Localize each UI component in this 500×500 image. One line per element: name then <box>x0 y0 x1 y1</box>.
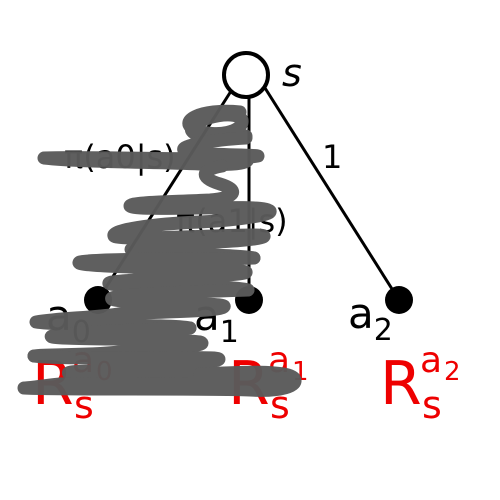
leaf-node-a0 <box>84 286 112 314</box>
svg-text:2: 2 <box>444 357 461 387</box>
svg-text:a: a <box>420 340 442 381</box>
edge-s-a2 <box>263 87 401 301</box>
svg-text:R: R <box>380 349 422 419</box>
scribble-overlay <box>17 104 302 397</box>
svg-text:s: s <box>422 383 442 427</box>
leaf-node-a2 <box>385 286 413 314</box>
root-label: s <box>282 51 302 95</box>
edge-label-a2: 1 <box>322 138 342 176</box>
root-node <box>222 51 270 99</box>
reward-label-a2: R s a 2 <box>380 340 461 427</box>
action-label-a2: a2 <box>348 289 393 348</box>
